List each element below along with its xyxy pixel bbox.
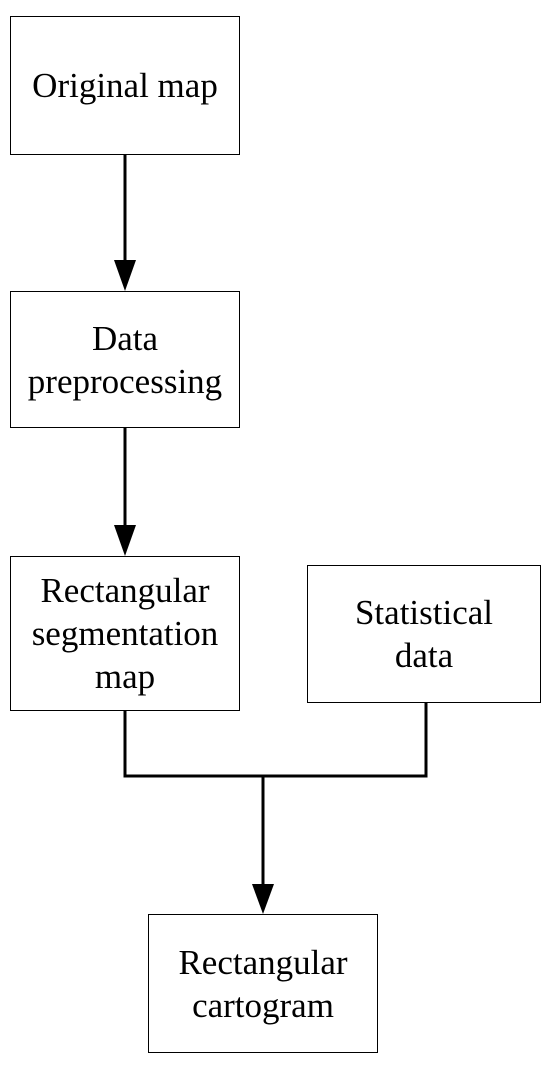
node-statistical-data-label: Statistical data bbox=[354, 593, 494, 675]
node-rectangular-cartogram: Rectangular cartogram bbox=[148, 914, 378, 1053]
node-rectangular-cartogram-label: Rectangular cartogram bbox=[178, 942, 348, 1025]
node-data-preprocessing: Data preprocessing bbox=[10, 291, 240, 428]
node-original-map: Original map bbox=[10, 16, 240, 155]
node-data-preprocessing-label: Data preprocessing bbox=[27, 318, 223, 401]
node-statistical-data: Statistical data bbox=[307, 565, 541, 703]
arrowhead-to-segmentation bbox=[114, 525, 136, 556]
arrowhead-to-preprocessing bbox=[114, 260, 136, 291]
node-original-map-label: Original map bbox=[32, 66, 218, 105]
arrowhead-to-cartogram bbox=[252, 884, 274, 914]
node-rectangular-segmentation-map: Rectangular segmentation map bbox=[10, 556, 240, 711]
node-rectangular-segmentation-map-label: Rectangular segmentation map bbox=[31, 571, 219, 696]
connector-merge bbox=[123, 703, 428, 778]
